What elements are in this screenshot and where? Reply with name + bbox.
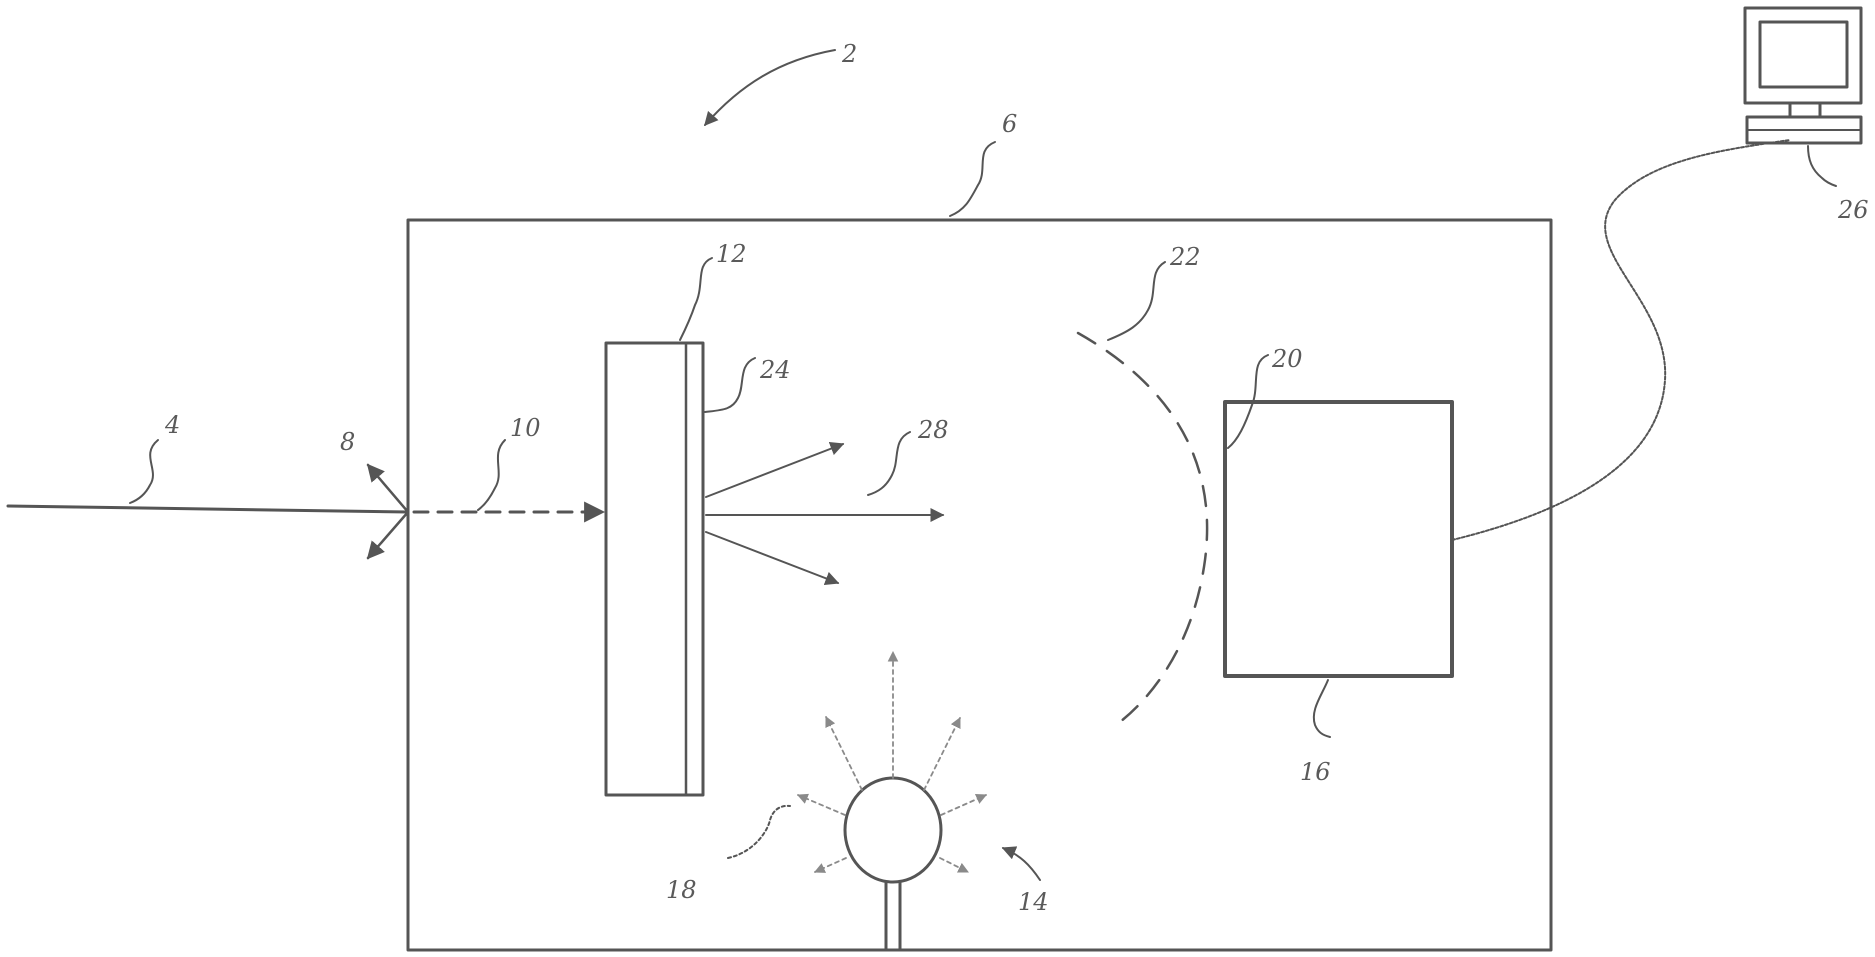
source-rays-leader bbox=[728, 806, 790, 858]
device-leader-arrow bbox=[705, 50, 835, 125]
label-emission-boundary: 22 bbox=[1169, 243, 1201, 271]
label-target: 12 bbox=[716, 240, 747, 268]
target bbox=[606, 343, 703, 795]
emission-boundary bbox=[1078, 333, 1207, 722]
source-ray bbox=[826, 717, 862, 790]
light-source-leader-arrow bbox=[1003, 848, 1040, 880]
source-ray bbox=[924, 718, 960, 790]
computer-icon bbox=[1745, 8, 1861, 143]
housing-leader bbox=[950, 142, 995, 216]
emitted-rays-leader bbox=[868, 432, 910, 495]
source-rays bbox=[798, 652, 986, 872]
incoming-beam-leader bbox=[130, 440, 158, 503]
source-ray bbox=[941, 795, 986, 815]
label-detector-surface: 20 bbox=[1271, 345, 1303, 373]
source-ray bbox=[798, 795, 845, 815]
entry-window-arrow-up bbox=[368, 465, 408, 512]
label-light-source: 14 bbox=[1018, 888, 1049, 916]
light-source bbox=[845, 778, 941, 882]
label-entry-window: 8 bbox=[340, 428, 355, 456]
emitted-ray-lower bbox=[706, 532, 838, 583]
target-layer-leader bbox=[705, 358, 755, 412]
label-incoming-beam: 4 bbox=[164, 411, 180, 439]
label-detector: 16 bbox=[1300, 758, 1331, 786]
incoming-beam bbox=[8, 506, 408, 512]
label-emitted-rays: 28 bbox=[917, 416, 949, 444]
label-computer: 26 bbox=[1837, 196, 1869, 224]
label-housing: 6 bbox=[1002, 110, 1017, 138]
entry-window-arrow-down bbox=[368, 512, 408, 558]
label-transmitted-beam: 10 bbox=[510, 414, 541, 442]
transmitted-beam-leader bbox=[478, 440, 505, 510]
target-leader bbox=[680, 258, 712, 340]
source-ray bbox=[940, 858, 968, 872]
computer-monitor-screen bbox=[1760, 22, 1847, 87]
computer-leader bbox=[1808, 146, 1836, 186]
detector-leader bbox=[1314, 680, 1330, 737]
label-target-layer: 24 bbox=[759, 356, 791, 384]
emission-boundary-leader bbox=[1108, 262, 1165, 340]
computer-stand bbox=[1790, 103, 1820, 117]
emitted-ray-upper bbox=[706, 444, 843, 497]
housing bbox=[408, 220, 1551, 950]
detector bbox=[1225, 402, 1452, 676]
label-device: 2 bbox=[841, 40, 857, 68]
detector-cable bbox=[1452, 140, 1790, 540]
source-ray bbox=[815, 858, 846, 872]
label-source-rays: 18 bbox=[666, 876, 697, 904]
